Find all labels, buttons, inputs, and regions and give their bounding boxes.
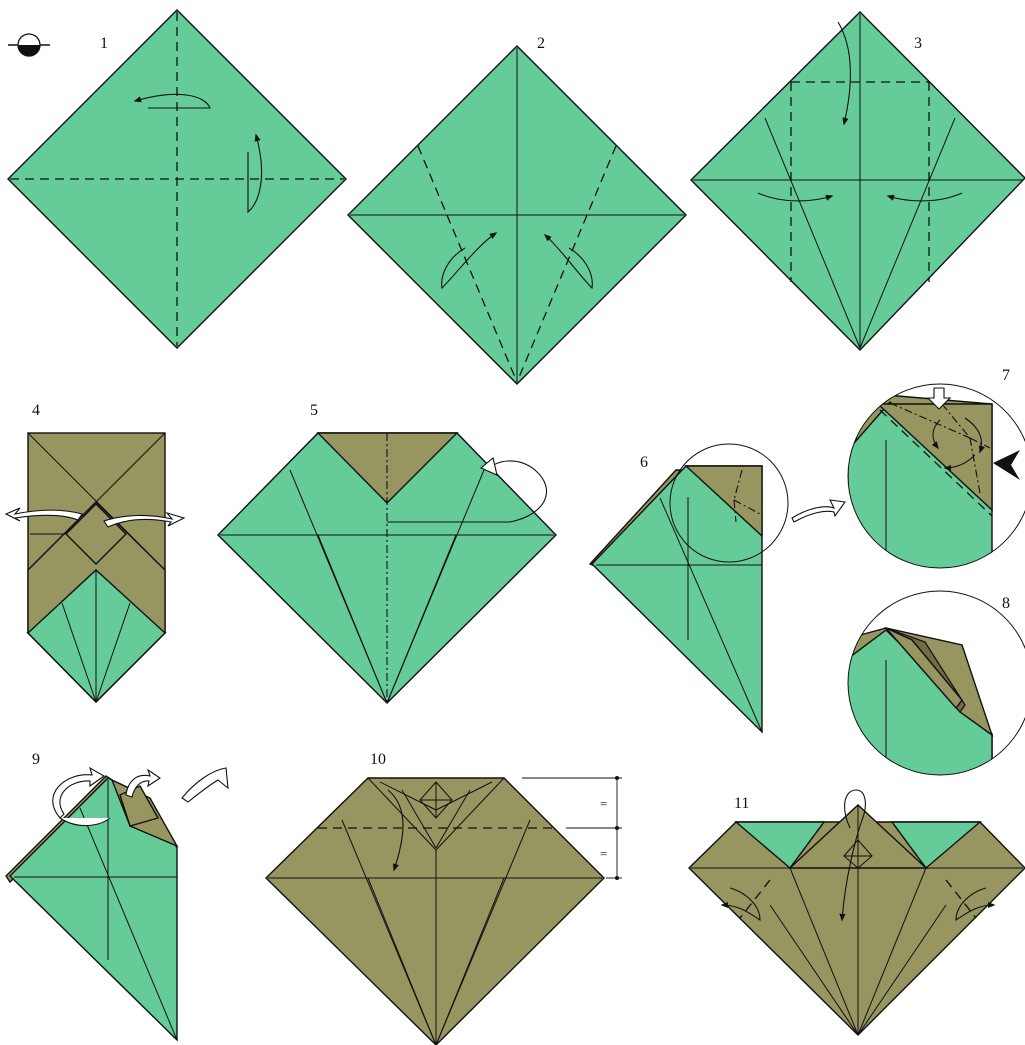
step-3-paper (691, 12, 1025, 350)
step-10: = = 10 (266, 751, 622, 1045)
step-7: 7 (840, 367, 1025, 580)
step-8-number: 8 (1002, 595, 1010, 612)
step-6-number: 6 (640, 454, 648, 471)
step-1: 1 (8, 10, 346, 348)
step-9: 9 (6, 751, 228, 1040)
step-7-number: 7 (1002, 367, 1010, 384)
step-3-number: 3 (914, 35, 922, 52)
step-4: 4 (6, 402, 184, 702)
zoom-view-arrow-icon (792, 500, 845, 522)
equal-mark: = (600, 846, 607, 861)
squash-arrowhead-icon (993, 450, 1020, 480)
step-5-number: 5 (310, 402, 318, 419)
step-3: 3 (691, 12, 1025, 350)
step-5: 5 (218, 402, 556, 703)
step-4-number: 4 (32, 402, 40, 419)
step-8: 8 (842, 591, 1025, 780)
step-2-number: 2 (537, 35, 545, 52)
step-10-number: 10 (370, 751, 386, 768)
color-side-down-symbol-icon (8, 34, 50, 56)
step-11-number: 11 (734, 795, 749, 812)
step-9-number: 9 (32, 751, 40, 768)
step-11: 11 (689, 790, 1025, 1035)
equal-mark: = (600, 796, 607, 811)
step-10-paper (266, 778, 604, 1045)
step-6: 6 (590, 444, 845, 732)
step-1-number: 1 (100, 35, 108, 52)
step-2: 2 (348, 35, 686, 384)
